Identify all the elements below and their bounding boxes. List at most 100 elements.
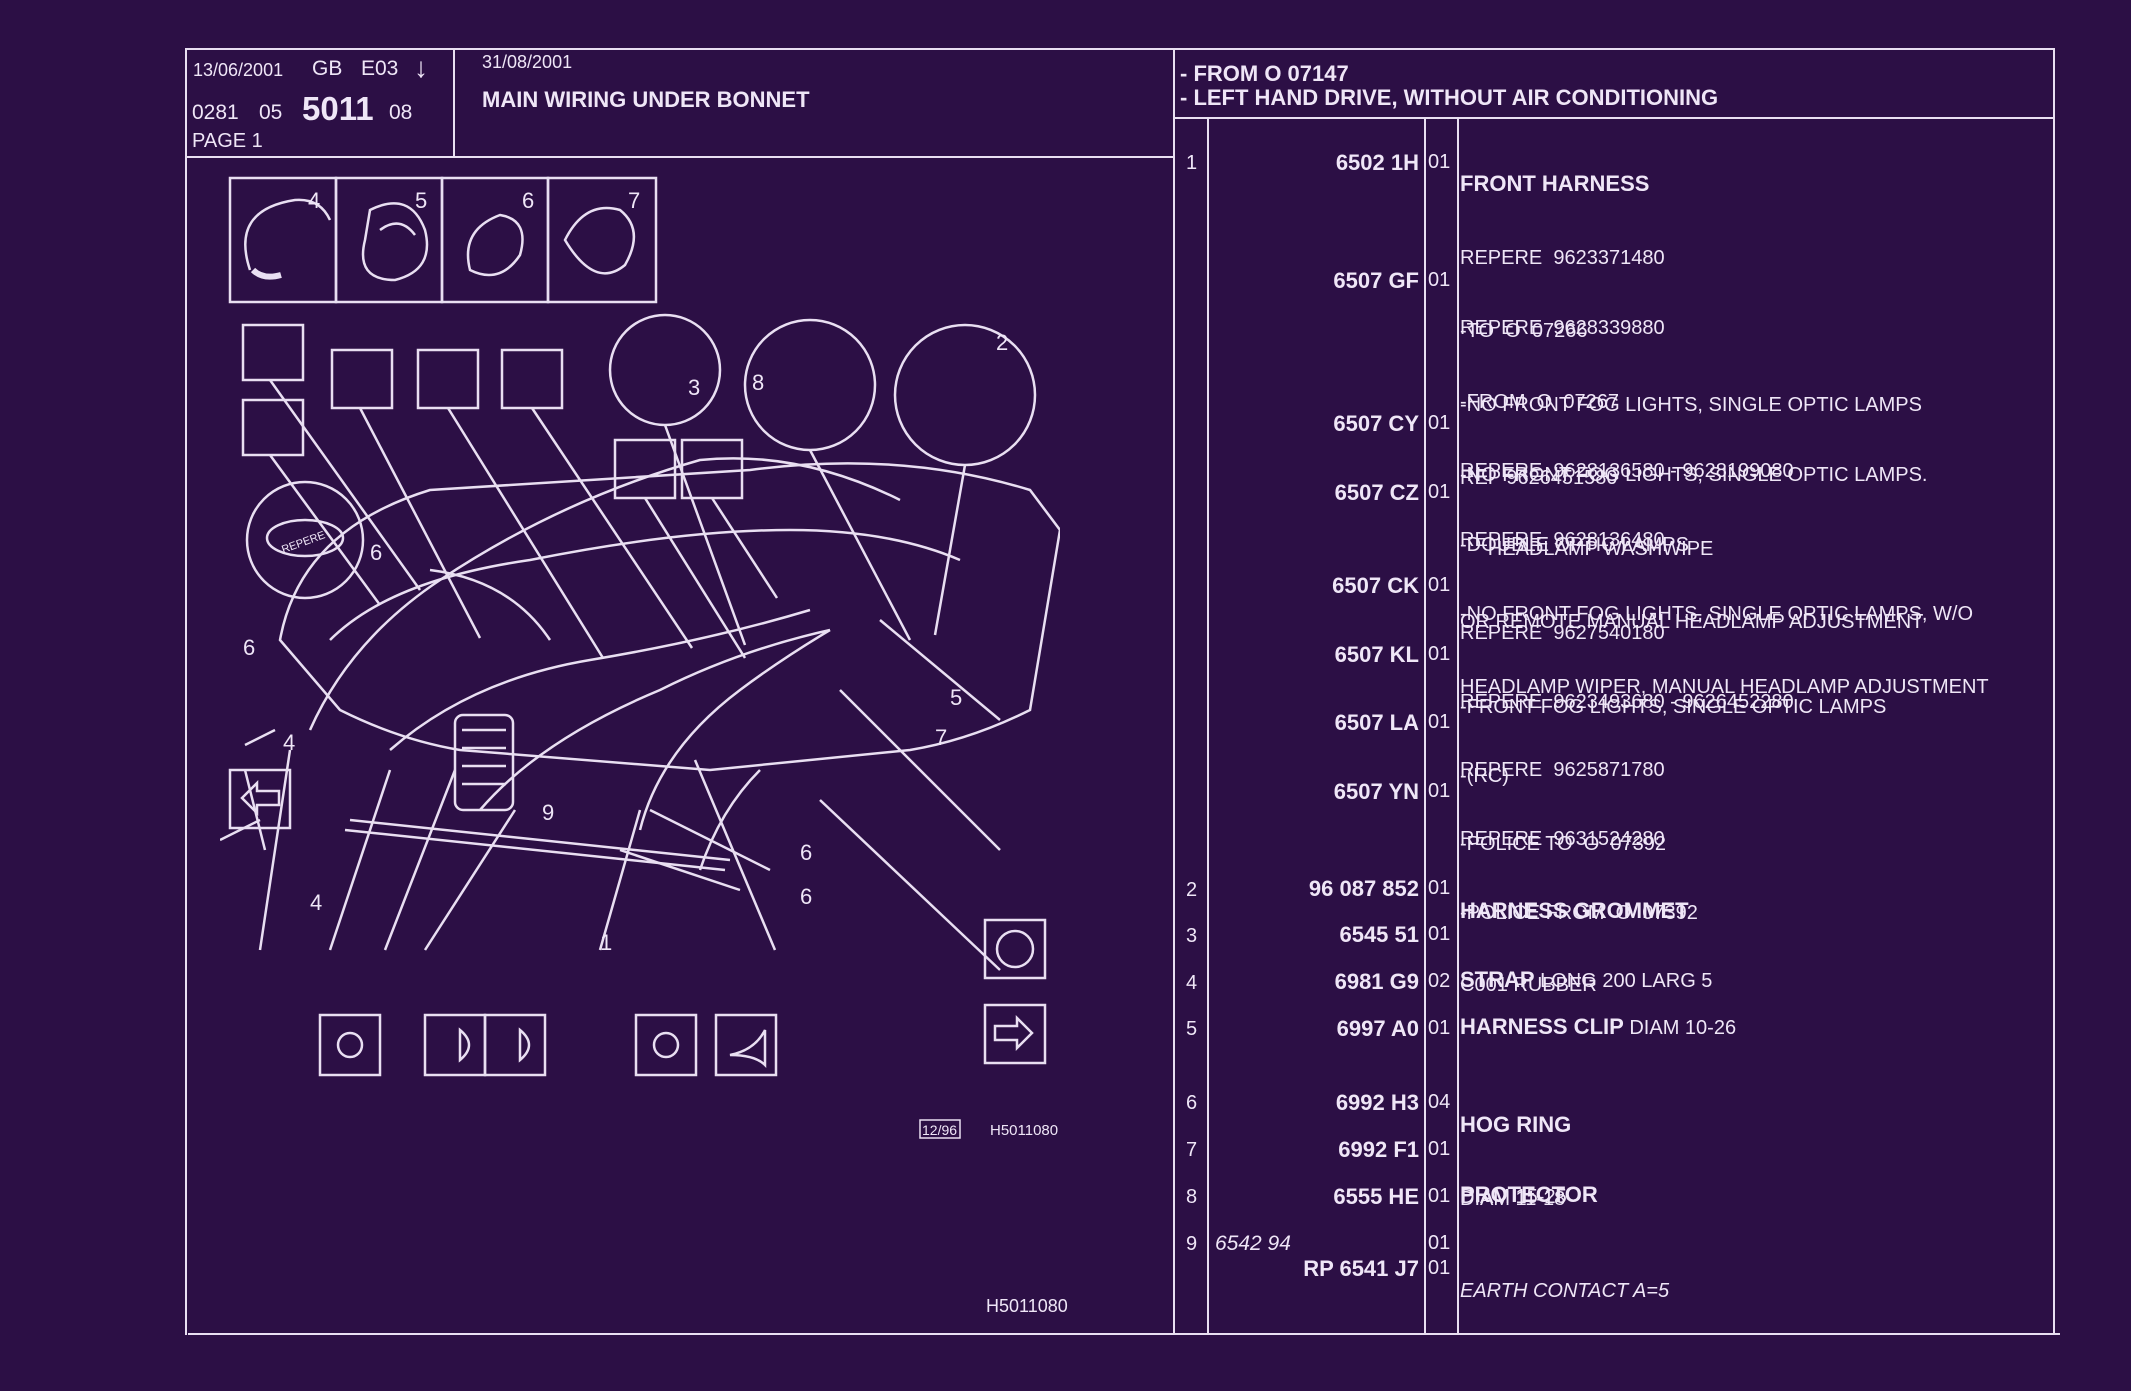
callout-circle-2 [893,323,1037,467]
qty-6541-j7: 01 [1428,1257,1451,1279]
symbol-horn-switch [330,348,394,410]
symbol-horn [714,1013,778,1077]
part-ref-6507-gf: 6507 GF [1333,268,1419,293]
desc-protector: PROTECTOR [1460,1182,1598,1207]
qty-6555-he: 01 [1428,1185,1451,1207]
part-ref-6992-h3: 6992 H3 [1335,1090,1419,1115]
qty-6992-f1: 01 [1428,1138,1451,1160]
callout-4-bottom: 4 [310,890,322,915]
part-ref-6502-1h: 6502 1H [1335,150,1419,175]
drawing-ref-small: H5011080 [990,1122,1058,1139]
desc-6507-cy: REPERE 9628136580 - 9628199080 -DOUBLE O… [1460,460,1794,556]
qty-6507-la: 01 [1428,711,1451,733]
desc-earth-contact: EARTH CONTACT A=5 [1460,1280,1670,1302]
section-hog-ring: HOG RING [1460,1112,1572,1137]
qty-96-087-852: 01 [1428,877,1451,899]
part-ref-6507-yn: 6507 YN [1333,779,1419,804]
header-code2: 05 [259,101,283,124]
callout-5-top: 5 [415,188,427,213]
callout-5-right: 5 [950,685,962,710]
callout-6-top: 6 [522,188,534,213]
col-num [1207,117,1209,1335]
item-number-8: 8 [1186,1186,1198,1208]
item-number-9: 9 [1186,1233,1198,1255]
item-number-4: 4 [1186,972,1198,994]
item-number-5: 5 [1186,1018,1198,1040]
condition-drive: - LEFT HAND DRIVE, WITHOUT AIR CONDITION… [1180,85,1719,110]
item-number-3: 3 [1186,925,1198,947]
header-page: PAGE 1 [192,130,263,152]
header-date2: 31/08/2001 [482,52,573,72]
header-left-bottom [185,156,1175,158]
item-number-2: 2 [1186,879,1198,901]
callout-3: 3 [688,375,700,400]
item-number-7: 7 [1186,1139,1198,1161]
header-arrow-icon: ↓ [414,52,428,83]
qty-6507-ck: 01 [1428,574,1451,596]
item-number-6: 6 [1186,1092,1198,1114]
callout-8: 8 [752,370,764,395]
wiring-diagram: 4 5 6 7 3 8 2 6 6 4 4 9 1 6 6 5 7 REPERE… [220,176,1060,1139]
callout-circle-3 [608,313,722,427]
page-title: MAIN WIRING UNDER BONNET [482,87,810,112]
condition-from: - FROM O 07147 [1180,61,1349,86]
callout-2: 2 [996,330,1008,355]
callout-repere: REPERE [280,529,327,556]
callout-7-right: 7 [935,725,947,750]
desc-harness-grommet: HARNESS GROMMET C001 RUBBER [1460,898,1689,996]
part-ref-6545-51: 6545 51 [1339,922,1419,947]
desc-6507-cz: REPERE 9628136480 -NO FRONT FOG LIGHTS, … [1460,529,1989,698]
col-qty [1457,117,1459,1335]
symbol-lamp-front [634,1013,698,1077]
desc-6507-la: REPERE 9625871780 -POLICE TO O 07392 [1460,759,1667,855]
part-ref-6997-a0: 6997 A0 [1336,1016,1419,1041]
part-box-hogring-large [546,176,658,304]
callout-6-low: 6 [800,884,812,909]
part-ref-rp-6541-j7: RP 6541 J7 [1303,1256,1419,1281]
callout-7-top: 7 [628,188,640,213]
symbol-headlamp-2 [483,1013,547,1077]
part-ref-96-087-852: 96 087 852 [1308,876,1419,901]
symbol-wiper-front [241,323,305,382]
part-ref-6507-la: 6507 LA [1334,710,1419,735]
desc-6507-kl: REPERE 9623493680 - 9626452280 -(RC) [1460,691,1794,787]
header-edition: E03 [361,57,399,80]
symbol-battery [416,348,480,410]
symbol-gauge [680,438,744,500]
callout-4-left: 4 [283,730,295,755]
qty-6997-a0: 01 [1428,1017,1451,1039]
qty-6981-g9: 02 [1428,970,1451,992]
desc-6507-yn: REPERE 9631524280 -POLICE FROM O 07392 [1460,828,1698,924]
qty-6542-94: 01 [1428,1232,1451,1254]
part-ref-6555-he: 6555 HE [1333,1184,1419,1209]
callout-6-mid: 6 [800,840,812,865]
qty-6992-h3: 04 [1428,1091,1451,1113]
symbol-fan [500,348,564,410]
desc-6502-1h: FRONT HARNESS REPERE 9623371480 -TO O 07… [1460,171,1922,489]
qty-6545-51: 01 [1428,923,1451,945]
symbol-lamp-side [318,1013,382,1077]
qty-6507-gf: 01 [1428,269,1451,291]
desc-6507-gf: REPERE 9628339880 -FROM O 07267 -NO FRON… [1460,317,1928,633]
frame-top [185,48,2055,50]
item-number-1: 1 [1186,152,1198,174]
callout-6-far-left: 6 [243,635,255,660]
header-code1: 0281 [192,101,239,124]
desc-hog-ring: HOG RING DIAM 11-18 [1460,1112,1572,1210]
section-front-harness: FRONT HARNESS [1460,171,1650,196]
drawing-ref-bottom: H5011080 [986,1296,1068,1316]
symbol-wiper-rear [241,398,305,457]
header-lang: GB [312,57,343,80]
col-ref [1424,117,1426,1335]
header-right-bottom [1173,117,2055,119]
symbol-sensor-right [983,918,1047,980]
callout-9: 9 [542,800,554,825]
header-code-main: 5011 [302,90,374,127]
tag-box [919,1119,961,1139]
symbol-headlamp-1 [423,1013,487,1077]
frame-right [2053,48,2055,1335]
tag-box-label: 12/96 [922,1122,957,1138]
callout-1: 1 [600,930,612,955]
qty-6502-1h: 01 [1428,151,1451,173]
callout-6-left: 6 [370,540,382,565]
